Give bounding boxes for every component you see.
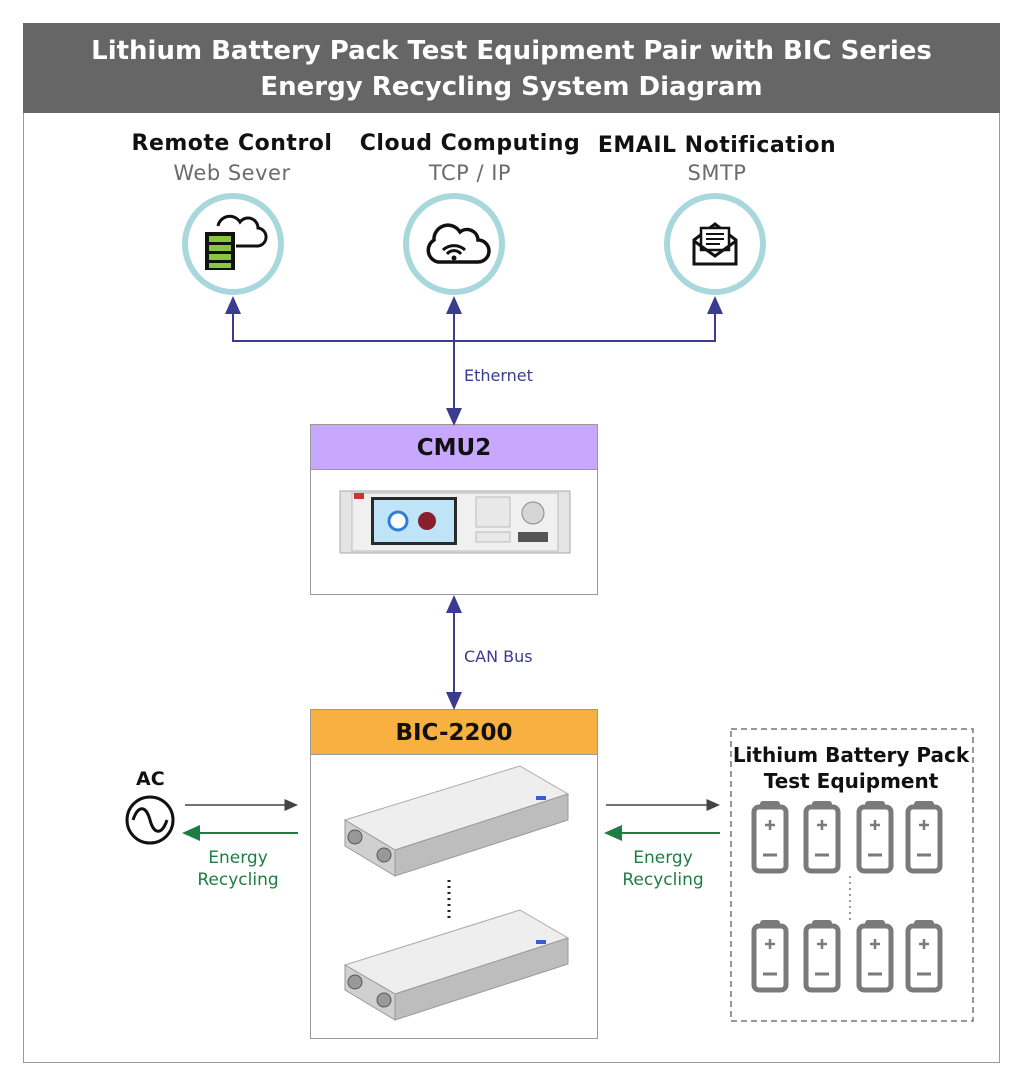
battery-cell-icon <box>905 920 943 993</box>
battery-group-border <box>730 728 974 1022</box>
wifi-cloud-icon <box>403 193 505 295</box>
service-cloud-computing-subtitle: TCP / IP <box>428 161 512 185</box>
cmu2-label: CMU2 <box>416 435 492 461</box>
cmu2-header: CMU2 <box>310 424 598 470</box>
bic-unit-1 <box>343 765 570 877</box>
ac-power-arrows <box>182 799 298 841</box>
battery-cell-icon <box>751 801 789 874</box>
ethernet-connector <box>225 296 723 426</box>
title-line-1: Lithium Battery Pack Test Equipment Pair… <box>91 36 932 66</box>
service-remote-control-subtitle: Web Sever <box>173 161 291 185</box>
ethernet-label: Ethernet <box>464 366 533 385</box>
battery-cell-icon <box>751 920 789 993</box>
service-email-subtitle: SMTP <box>687 161 747 185</box>
battery-cell-icon <box>856 920 894 993</box>
service-remote-control-title: Remote Control <box>131 131 333 156</box>
bic-unit-2 <box>343 909 570 1021</box>
service-cloud-computing-title: Cloud Computing <box>359 131 581 156</box>
battery-cell-icon <box>905 801 943 874</box>
energy-recycling-right: Energy Recycling <box>603 847 723 891</box>
envelope-icon <box>664 193 766 295</box>
energy-recycling-left: Energy Recycling <box>178 847 298 891</box>
battery-power-arrows <box>604 799 720 841</box>
energy-recycling-left-line1: Energy <box>208 848 268 868</box>
cmu2-device-image <box>339 490 571 554</box>
battery-title-line2: Test Equipment <box>763 769 939 793</box>
battery-cell-icon <box>803 920 841 993</box>
ac-source-icon <box>125 795 175 845</box>
battery-equipment-title: Lithium Battery Pack Test Equipment <box>731 742 971 794</box>
server-cloud-icon <box>182 193 284 295</box>
energy-recycling-right-line1: Energy <box>633 848 693 868</box>
battery-title-line1: Lithium Battery Pack <box>732 743 970 767</box>
battery-cell-icon <box>803 801 841 874</box>
service-email-title: EMAIL Notification <box>597 133 837 158</box>
title-bar: Lithium Battery Pack Test Equipment Pair… <box>23 23 1000 113</box>
title-line-2: Energy Recycling System Diagram <box>260 72 763 102</box>
energy-recycling-right-line2: Recycling <box>622 870 704 890</box>
battery-cell-icon <box>856 801 894 874</box>
energy-recycling-left-line2: Recycling <box>197 870 279 890</box>
battery-cells <box>751 801 943 993</box>
ac-label: AC <box>136 768 165 790</box>
canbus-label: CAN Bus <box>464 647 533 666</box>
bic-label: BIC-2200 <box>395 720 513 746</box>
